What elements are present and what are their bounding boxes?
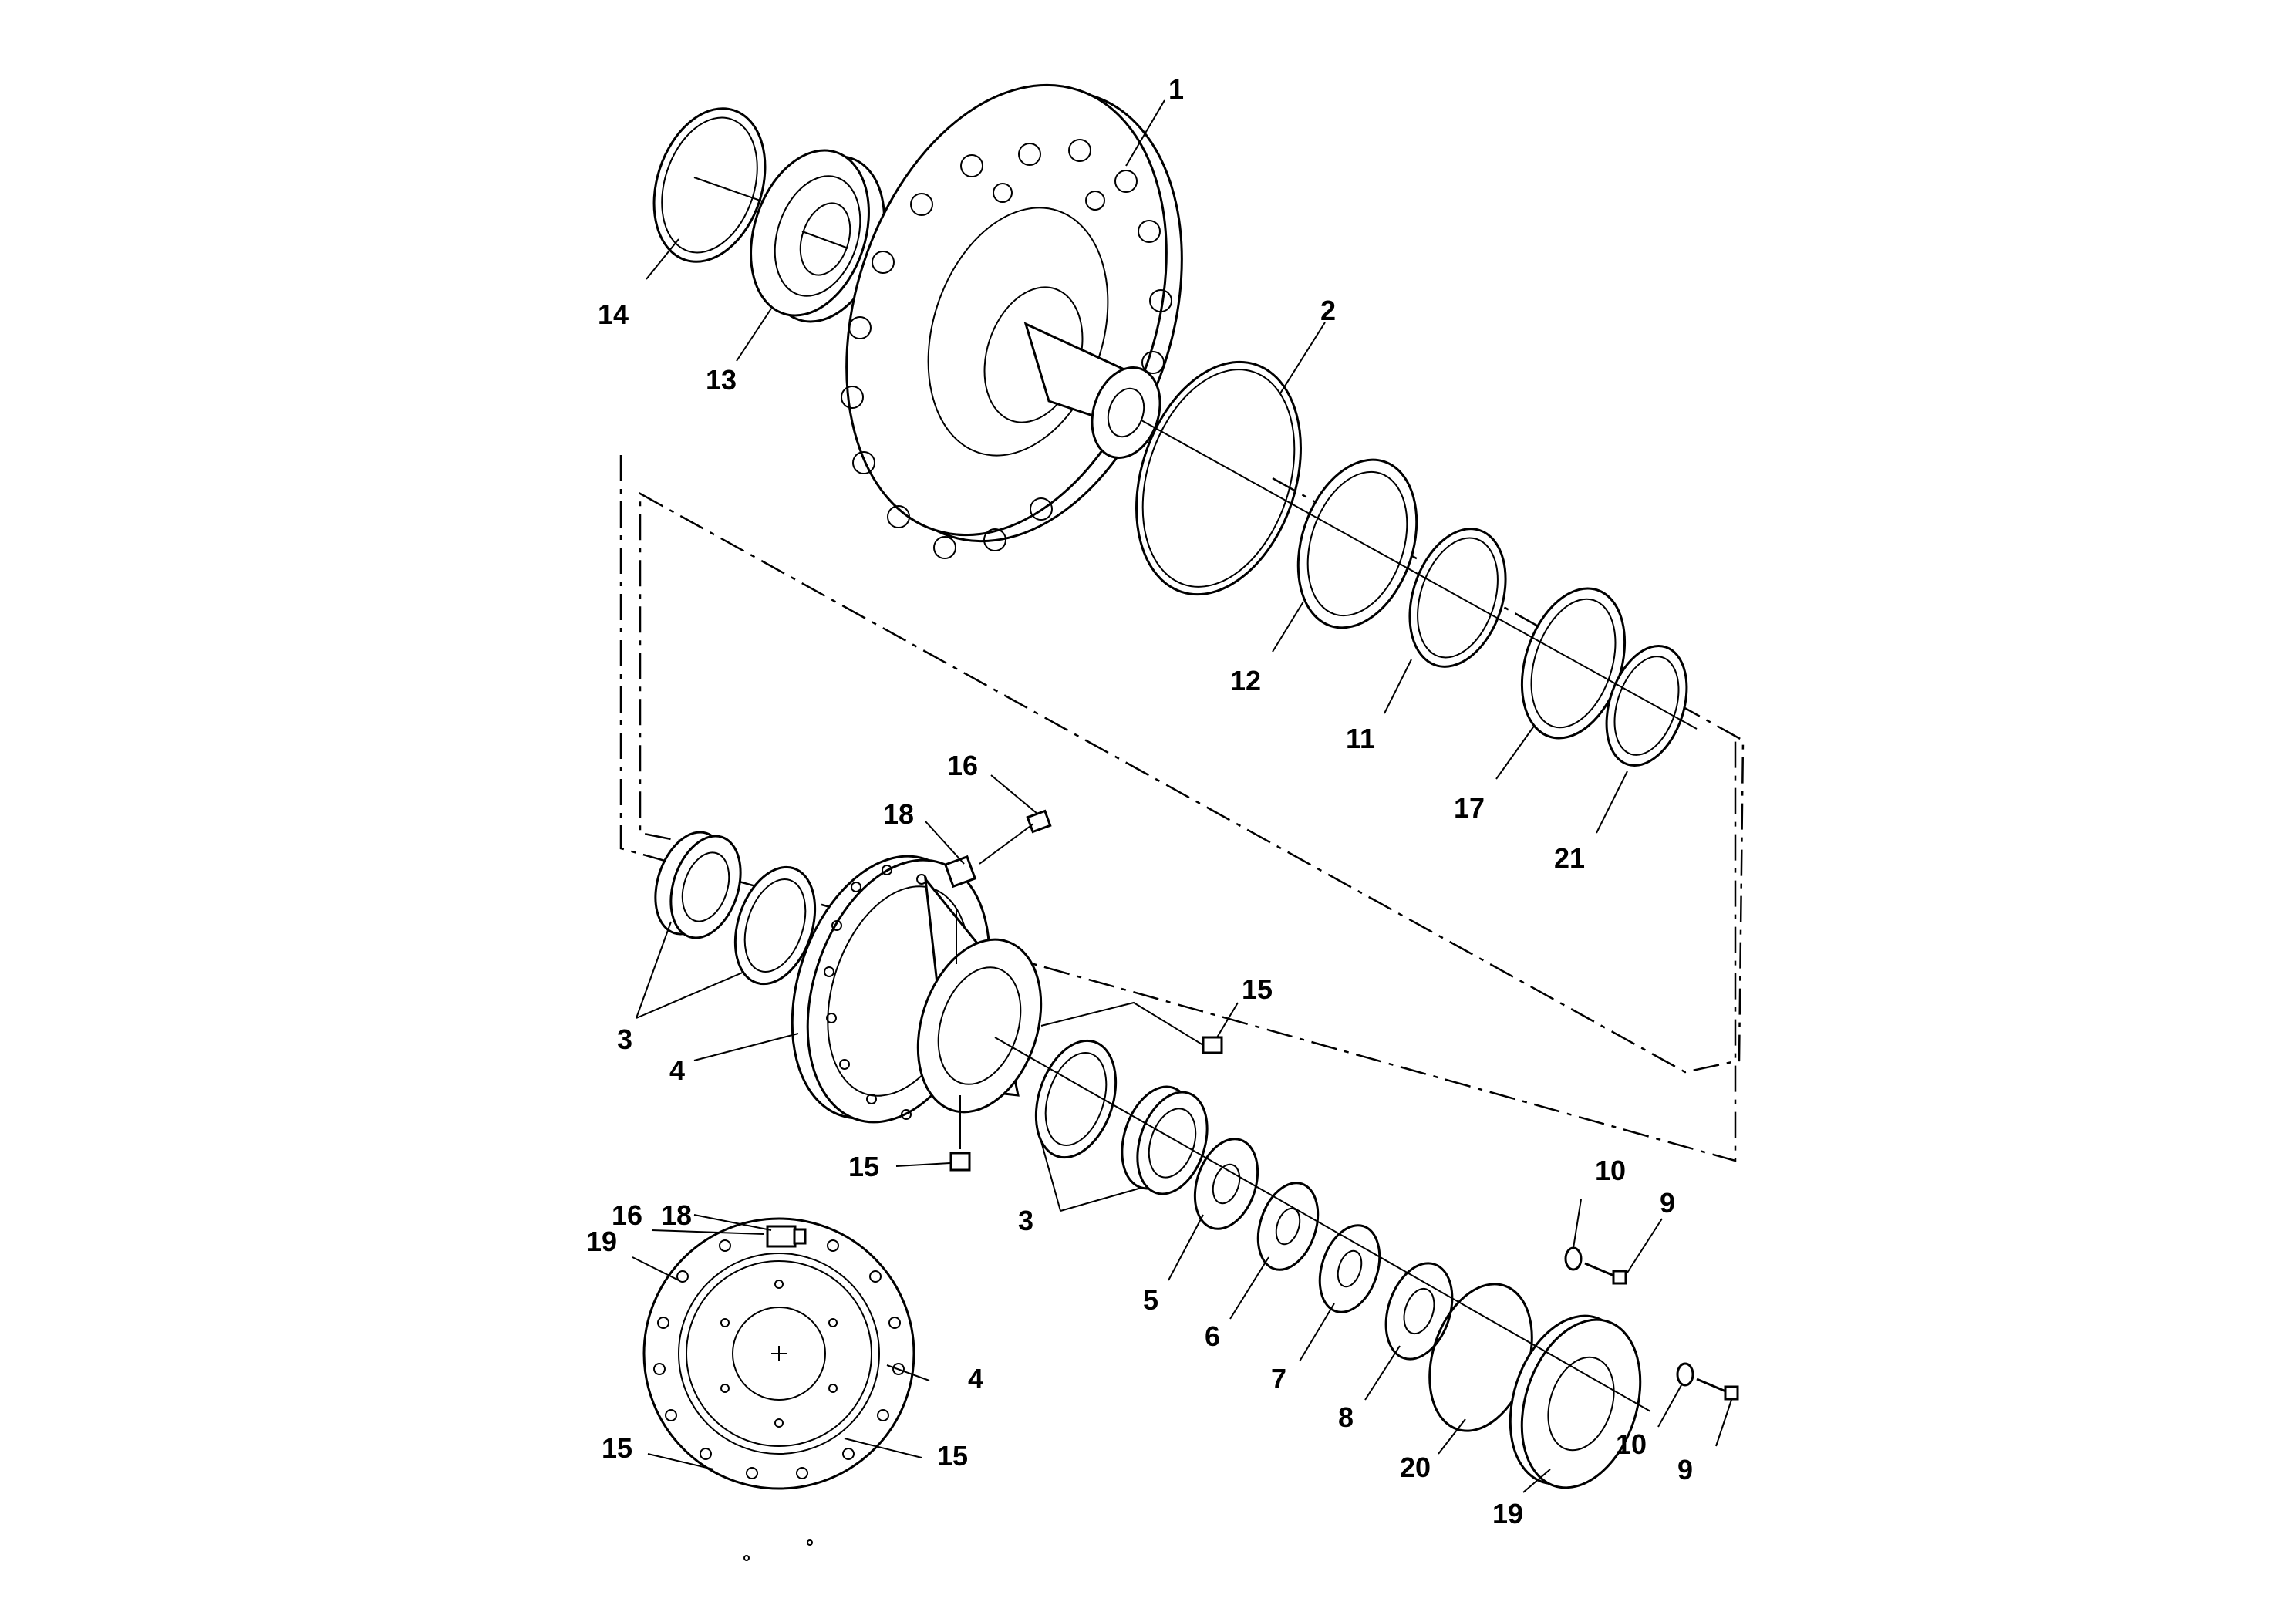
label-3: 3: [1018, 1205, 1033, 1236]
part-3-tapered-bearing-left: [654, 831, 817, 986]
part-8-plate: [1384, 1262, 1454, 1361]
label-15: 15: [1242, 973, 1273, 1005]
label-15: 15: [602, 1432, 632, 1464]
part-4-housing: [791, 855, 1043, 1149]
label-9: 9: [1677, 1454, 1693, 1485]
part-9-bolt-upper: [1584, 1262, 1627, 1285]
part-6-plate: [1256, 1182, 1320, 1271]
part-7-plate: [1318, 1224, 1381, 1313]
label-21: 21: [1554, 842, 1585, 874]
part-17-ring: [1520, 587, 1627, 740]
part-12-seal: [1296, 458, 1418, 629]
part-5-washer: [1193, 1138, 1259, 1230]
label-4: 4: [968, 1363, 983, 1394]
label-3: 3: [617, 1023, 632, 1055]
label-18: 18: [661, 1199, 692, 1231]
part-16-fitting: [979, 809, 1052, 865]
housing-front-view: [642, 1217, 915, 1490]
part-18-elbow: [943, 855, 977, 889]
part-14-snap-ring: [652, 107, 772, 263]
part-9-bolt-lower: [1696, 1378, 1739, 1401]
label-19: 19: [1492, 1498, 1523, 1529]
label-20: 20: [1400, 1452, 1431, 1483]
leader-lines: [632, 99, 1732, 1493]
label-8: 8: [1338, 1401, 1354, 1433]
part-10-washer-upper: [1564, 1246, 1583, 1271]
label-12: 12: [1230, 665, 1261, 696]
part-15-plug-bottom: [949, 1152, 971, 1172]
part-15-plug-top: [1040, 1001, 1223, 1054]
assembly-lines: [619, 455, 1745, 1162]
label-17: 17: [1454, 792, 1485, 824]
part-21-ring: [1605, 644, 1688, 767]
part-10-washer-lower: [1676, 1362, 1694, 1387]
label-10: 10: [1616, 1428, 1647, 1460]
label-15: 15: [937, 1440, 968, 1472]
callout-labels: 1 2 14 13 12 11 17 21 16 18 15 3 4 15 3 …: [586, 73, 1693, 1529]
lower-axis-line: [994, 1037, 1651, 1412]
label-19: 19: [586, 1226, 617, 1257]
label-9: 9: [1660, 1187, 1675, 1219]
label-13: 13: [706, 364, 737, 396]
label-14: 14: [598, 298, 629, 330]
label-5: 5: [1143, 1284, 1158, 1316]
label-10: 10: [1595, 1155, 1626, 1186]
part-1-hub-flange: [841, 83, 1183, 559]
label-16: 16: [612, 1199, 642, 1231]
label-15: 15: [848, 1151, 879, 1182]
upper-axis-line: [1141, 420, 1698, 730]
part-11-ring: [1408, 528, 1507, 668]
part-19-cover: [1509, 1314, 1642, 1489]
part-13-roller-bearing: [750, 149, 885, 323]
label-18: 18: [883, 798, 914, 830]
label-16: 16: [947, 750, 978, 781]
label-2: 2: [1320, 295, 1336, 326]
label-11: 11: [1346, 723, 1375, 754]
small-marks: [743, 1539, 813, 1561]
label-1: 1: [1168, 73, 1184, 105]
label-6: 6: [1205, 1320, 1220, 1352]
label-7: 7: [1271, 1363, 1286, 1394]
part-3-tapered-bearing-right: [1034, 1039, 1209, 1195]
label-4: 4: [669, 1054, 685, 1086]
